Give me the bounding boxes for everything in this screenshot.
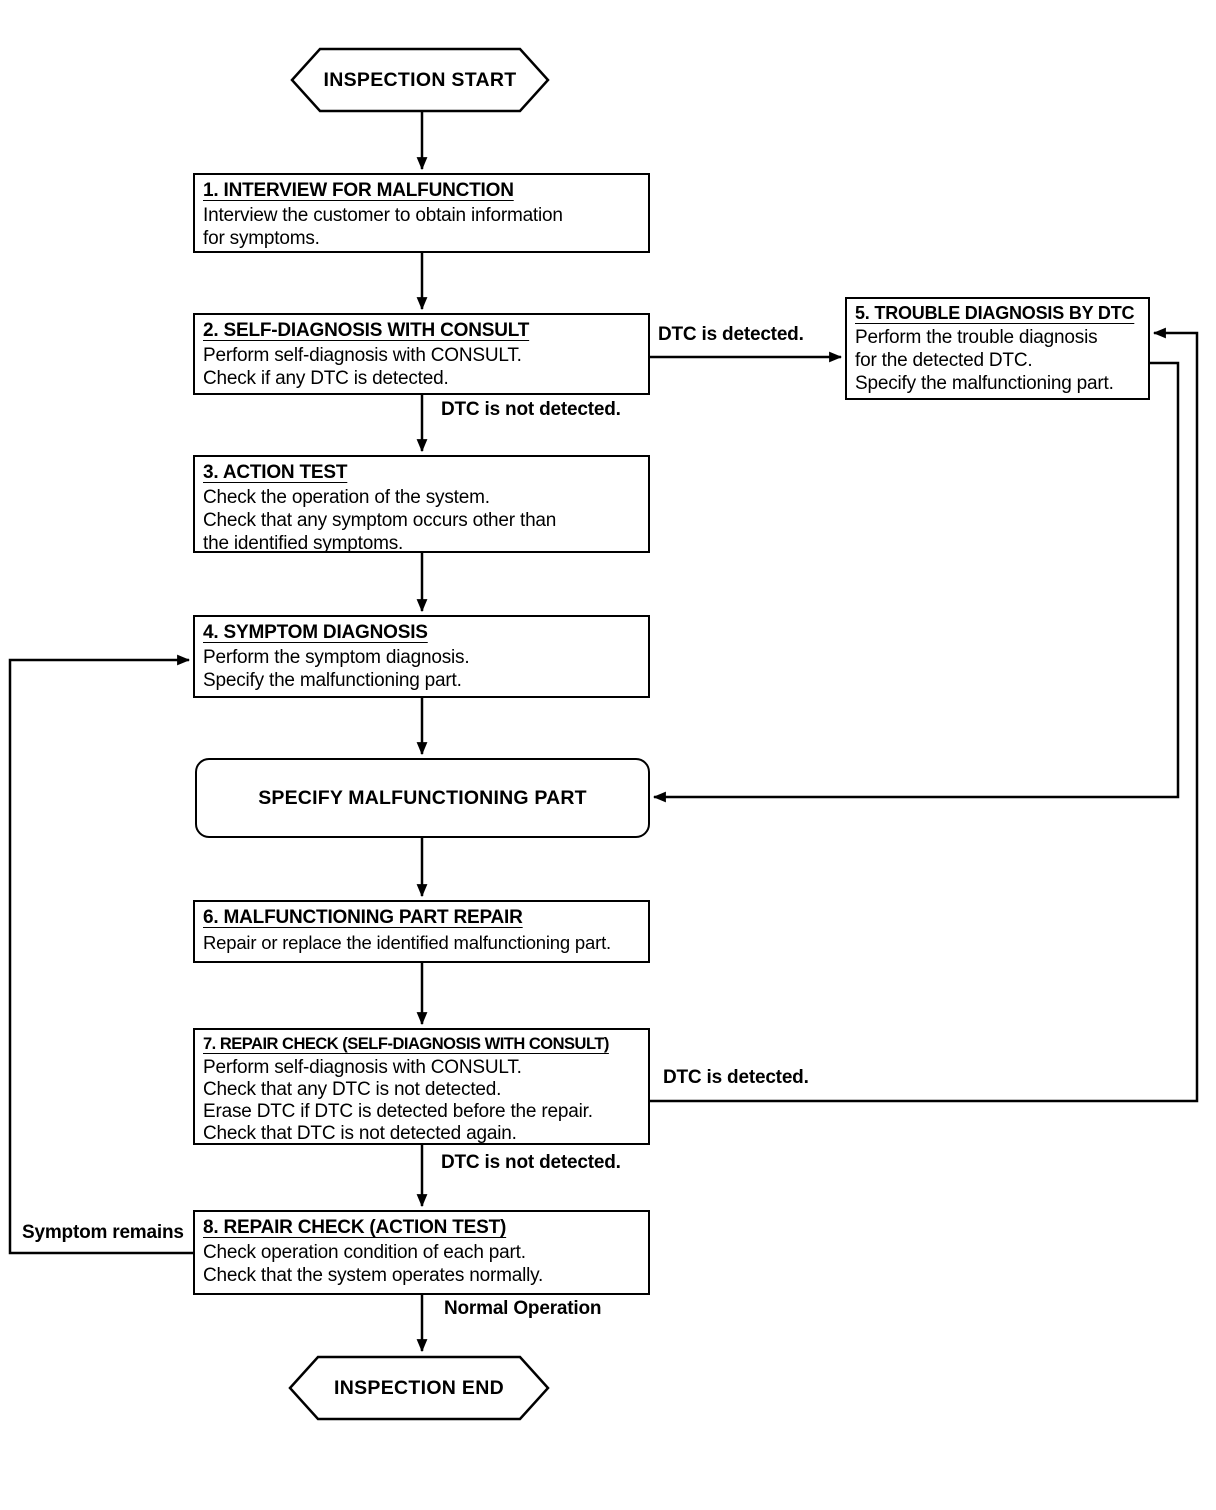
step-1-title: 1. INTERVIEW FOR MALFUNCTION	[203, 180, 514, 201]
step-3-action-test-box: 3. ACTION TEST Check the operation of th…	[193, 455, 650, 554]
step-5-trouble-diagnosis-box: 5. TROUBLE DIAGNOSIS BY DTC Perform the …	[845, 297, 1150, 400]
arrow-step8-to-step4-symptom-remains	[8, 654, 193, 1255]
inspection-start-terminal: INSPECTION START	[290, 47, 550, 113]
arrow-step5-to-specify	[652, 361, 1180, 803]
step-6-part-repair-box: 6. MALFUNCTIONING PART REPAIR Repair or …	[193, 900, 650, 963]
inspection-end-label: INSPECTION END	[334, 1376, 504, 1399]
step-3-title: 3. ACTION TEST	[203, 462, 348, 483]
step-1-body: Interview the customer to obtain informa…	[203, 205, 563, 249]
step-2-body: Perform self-diagnosis with CONSULT. Che…	[203, 345, 522, 389]
step-6-title: 6. MALFUNCTIONING PART REPAIR	[203, 907, 523, 928]
step-4-body: Perform the symptom diagnosis. Specify t…	[203, 647, 470, 691]
hexagon-shape	[288, 1355, 550, 1421]
step-2-title: 2. SELF-DIAGNOSIS WITH CONSULT	[203, 320, 530, 341]
step-6-body: Repair or replace the identified malfunc…	[203, 932, 611, 953]
inspection-end-terminal: INSPECTION END	[288, 1355, 550, 1421]
step-2-self-diagnosis-box: 2. SELF-DIAGNOSIS WITH CONSULT Perform s…	[193, 313, 650, 395]
step-8-title: 8. REPAIR CHECK (ACTION TEST)	[203, 1217, 507, 1238]
specify-malfunctioning-part-label: SPECIFY MALFUNCTIONING PART	[258, 786, 587, 809]
step-8-repair-check-action-box: 8. REPAIR CHECK (ACTION TEST) Check oper…	[193, 1210, 650, 1295]
edge-label-dtc-detected-lower: DTC is detected.	[663, 1067, 809, 1088]
specify-malfunctioning-part-box: SPECIFY MALFUNCTIONING PART	[195, 758, 650, 838]
step-5-body: Perform the trouble diagnosis for the de…	[855, 327, 1114, 394]
step-1-interview-box: 1. INTERVIEW FOR MALFUNCTION Interview t…	[193, 173, 650, 253]
step-5-title: 5. TROUBLE DIAGNOSIS BY DTC	[855, 303, 1135, 323]
edge-label-dtc-not-detected-upper: DTC is not detected.	[441, 399, 621, 420]
edge-label-symptom-remains: Symptom remains	[22, 1222, 184, 1243]
inspection-start-label: INSPECTION START	[323, 68, 517, 91]
step-3-body: Check the operation of the system. Check…	[203, 487, 557, 554]
hexagon-shape	[290, 47, 550, 113]
step-8-body: Check operation condition of each part. …	[203, 1242, 544, 1286]
edge-label-dtc-not-detected-lower: DTC is not detected.	[441, 1152, 621, 1173]
step-7-repair-check-consult-box: 7. REPAIR CHECK (SELF-DIAGNOSIS WITH CON…	[193, 1028, 650, 1145]
step-7-title: 7. REPAIR CHECK (SELF-DIAGNOSIS WITH CON…	[203, 1035, 609, 1053]
edge-label-normal-operation: Normal Operation	[444, 1298, 602, 1319]
edge-label-dtc-detected-upper: DTC is detected.	[658, 324, 804, 345]
step-7-body: Perform self-diagnosis with CONSULT. Che…	[203, 1057, 593, 1144]
step-4-title: 4. SYMPTOM DIAGNOSIS	[203, 622, 428, 643]
step-4-symptom-diagnosis-box: 4. SYMPTOM DIAGNOSIS Perform the symptom…	[193, 615, 650, 698]
arrow-step7-to-step5-dtc-detected	[650, 327, 1199, 1103]
